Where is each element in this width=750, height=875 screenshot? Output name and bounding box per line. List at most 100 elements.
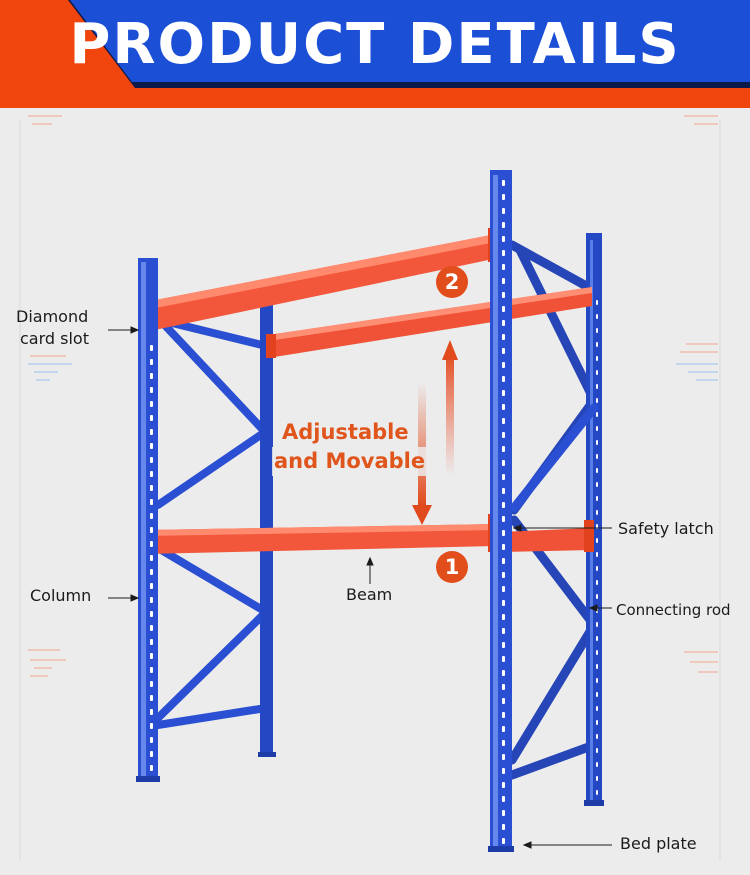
slot-hole	[596, 510, 598, 515]
slot-hole	[596, 468, 598, 473]
left-frame-bracing	[154, 316, 270, 729]
slot-hole	[596, 748, 598, 753]
slot-hole	[596, 706, 598, 711]
slot-hole	[502, 348, 505, 354]
slot-hole	[502, 558, 505, 564]
slot-hole	[502, 390, 505, 396]
diamond-slot-label-line2: card slot	[20, 329, 89, 348]
slot-hole	[502, 320, 505, 326]
beam-level-1	[142, 514, 594, 558]
base-plates	[136, 752, 604, 852]
slot-hole	[596, 314, 598, 319]
slot-hole	[596, 566, 598, 571]
back-frame-bracing	[507, 240, 599, 780]
slot-hole	[502, 572, 505, 578]
slot-hole	[502, 264, 505, 270]
slot-hole	[502, 824, 505, 830]
slot-hole	[502, 334, 505, 340]
slot-hole	[502, 530, 505, 536]
slot-hole	[150, 457, 153, 463]
slot-hole	[596, 384, 598, 389]
slot-hole	[596, 692, 598, 697]
beam-level-2	[142, 228, 592, 358]
slot-hole	[150, 653, 153, 659]
slot-hole	[502, 446, 505, 452]
slot-hole	[150, 709, 153, 715]
slot-hole	[150, 415, 153, 421]
slot-hole	[502, 460, 505, 466]
slot-hole	[502, 614, 505, 620]
slot-hole	[502, 740, 505, 746]
slot-hole	[150, 681, 153, 687]
slot-hole	[150, 639, 153, 645]
slot-hole	[596, 356, 598, 361]
slot-hole	[596, 734, 598, 739]
slot-hole	[150, 695, 153, 701]
column-slots	[150, 180, 598, 844]
slot-hole	[596, 678, 598, 683]
slot-hole	[596, 622, 598, 627]
slot-hole	[502, 544, 505, 550]
slot-hole	[150, 513, 153, 519]
slot-hole	[502, 698, 505, 704]
page-title: PRODUCT DETAILS	[69, 12, 681, 77]
left-measure-ticks	[19, 115, 72, 860]
slot-hole	[502, 362, 505, 368]
beam-label: Beam	[346, 585, 393, 604]
slot-hole	[150, 583, 153, 589]
slot-hole	[502, 306, 505, 312]
slot-hole	[596, 776, 598, 781]
slot-hole	[502, 600, 505, 606]
slot-hole	[596, 398, 598, 403]
slot-hole	[596, 720, 598, 725]
rack-drawing	[19, 115, 721, 860]
column-label: Column	[30, 586, 92, 605]
beam-level-2-badge: 2	[436, 266, 468, 298]
slot-hole	[596, 580, 598, 585]
slot-hole	[150, 443, 153, 449]
slot-hole	[502, 656, 505, 662]
slot-hole	[150, 569, 153, 575]
slot-hole	[150, 387, 153, 393]
slot-hole	[150, 751, 153, 757]
slot-hole	[502, 222, 505, 228]
slot-hole	[150, 667, 153, 673]
slot-hole	[596, 650, 598, 655]
connecting-rod-label: Connecting rod	[616, 601, 731, 619]
slot-hole	[150, 527, 153, 533]
slot-hole	[502, 404, 505, 410]
slot-hole	[502, 474, 505, 480]
slot-hole	[596, 636, 598, 641]
slot-hole	[502, 236, 505, 242]
right-frame-bracing	[509, 403, 599, 513]
slot-hole	[150, 499, 153, 505]
slot-hole	[502, 516, 505, 522]
slot-hole	[150, 471, 153, 477]
slot-hole	[150, 611, 153, 617]
slot-hole	[596, 762, 598, 767]
beam-level-1-badge: 1	[436, 551, 468, 583]
slot-hole	[596, 440, 598, 445]
slot-hole	[502, 684, 505, 690]
bed-plate-label: Bed plate	[620, 834, 697, 853]
slot-hole	[502, 208, 505, 214]
slot-hole	[150, 597, 153, 603]
diamond-slot-label-line1: Diamond	[16, 307, 89, 326]
slot-hole	[502, 628, 505, 634]
slot-hole	[150, 429, 153, 435]
safety-latch-label: Safety latch	[618, 519, 714, 538]
slot-hole	[596, 790, 598, 795]
adjustable-label-line2: and Movable	[272, 447, 428, 476]
slot-hole	[502, 782, 505, 788]
slot-hole	[596, 496, 598, 501]
slot-hole	[596, 482, 598, 487]
slot-hole	[502, 432, 505, 438]
slot-hole	[150, 373, 153, 379]
slot-hole	[150, 765, 153, 771]
slot-hole	[502, 292, 505, 298]
slot-hole	[596, 370, 598, 375]
slot-hole	[150, 401, 153, 407]
slot-hole	[502, 712, 505, 718]
slot-hole	[502, 768, 505, 774]
slot-hole	[502, 180, 505, 186]
